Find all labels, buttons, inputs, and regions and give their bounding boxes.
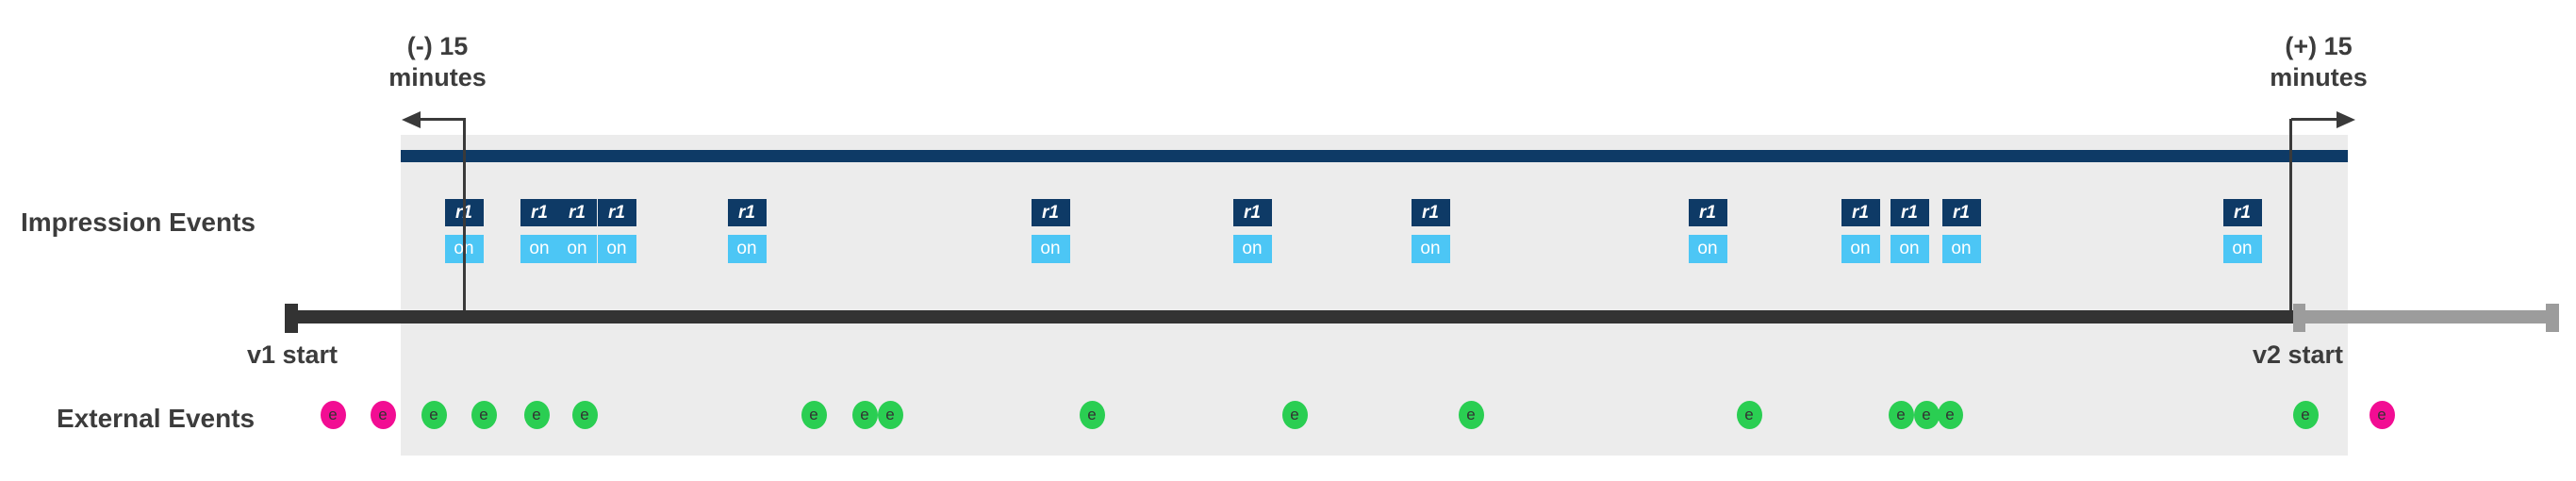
- external-event-dot-green: e: [421, 401, 447, 429]
- external-event-dot-pink: e: [2369, 401, 2395, 429]
- external-event-dot-green: e: [471, 401, 497, 429]
- impression-r1-box: r1: [2222, 199, 2262, 226]
- external-event-dot-green: e: [1281, 401, 1308, 429]
- impression-event-group: r1 on: [1031, 199, 1070, 263]
- impression-r1-box: r1: [557, 199, 597, 226]
- impression-r1-box: r1: [727, 199, 767, 226]
- post-window-line1: (+) 15: [2285, 32, 2353, 60]
- impression-on-box: on: [1841, 235, 1880, 263]
- external-event-dot-pink: e: [320, 401, 346, 429]
- external-event-dot-green: e: [2292, 401, 2319, 429]
- impression-r1-box: r1: [520, 199, 559, 226]
- impression-event-group: r1 on: [1841, 199, 1880, 263]
- impression-event-group: r1 on: [557, 199, 597, 263]
- impression-r1-box: r1: [1232, 199, 1272, 226]
- external-event-dot-pink: e: [370, 401, 396, 429]
- impression-on-box: on: [1232, 235, 1272, 263]
- impression-event-group: r1 on: [727, 199, 767, 263]
- pre-window-marker-line: [463, 119, 466, 311]
- external-event-dot-green: e: [1888, 401, 1914, 429]
- impression-r1-box: r1: [1031, 199, 1070, 226]
- impression-on-box: on: [727, 235, 767, 263]
- v1-timeline-bar: [285, 310, 2293, 323]
- external-event-dot-green: e: [801, 401, 827, 429]
- impression-on-box: on: [1688, 235, 1727, 263]
- post-window-annotation: (+) 15 minutes: [2205, 31, 2432, 93]
- pre-window-annotation: (-) 15 minutes: [324, 31, 551, 93]
- impression-r1-box: r1: [1688, 199, 1727, 226]
- tracking-window-band: [401, 135, 2348, 456]
- impression-on-box: on: [2222, 235, 2262, 263]
- impression-events-row-label: Impression Events: [21, 207, 256, 237]
- impression-event-group: r1 on: [1688, 199, 1727, 263]
- experiment-duration-bar: [401, 150, 2348, 162]
- external-event-dot-green: e: [1913, 401, 1940, 429]
- right-arrow-shaft: [2291, 118, 2338, 121]
- post-window-marker-line: [2289, 119, 2292, 311]
- impression-r1-box: r1: [597, 199, 636, 226]
- impression-on-box: on: [1941, 235, 1981, 263]
- pre-window-line2: minutes: [388, 63, 487, 91]
- v1-start-cap: [285, 304, 298, 333]
- v2-timeline-bar: [2305, 310, 2547, 323]
- impression-on-box: on: [1031, 235, 1070, 263]
- external-event-dot-green: e: [877, 401, 903, 429]
- impression-event-group: r1 on: [1411, 199, 1450, 263]
- external-event-dot-green: e: [1458, 401, 1484, 429]
- pre-window-line1: (-) 15: [406, 32, 469, 60]
- external-event-dot-green: e: [1079, 401, 1105, 429]
- external-event-dot-green: e: [523, 401, 550, 429]
- impression-on-box: on: [597, 235, 636, 263]
- timeline-end-cap: [2546, 304, 2559, 332]
- impression-on-box: on: [1890, 235, 1929, 263]
- v1-start-label: v1 start: [246, 340, 339, 369]
- right-arrowhead-icon: [2337, 111, 2355, 128]
- external-event-dot-green: e: [1736, 401, 1762, 429]
- impression-event-group: r1 on: [520, 199, 559, 263]
- external-event-dot-green: e: [571, 401, 598, 429]
- v2-start-label: v2 start: [2252, 340, 2344, 369]
- impression-event-group: r1 on: [1890, 199, 1929, 263]
- external-event-dot-green: e: [1937, 401, 1963, 429]
- impression-r1-box: r1: [1941, 199, 1981, 226]
- impression-event-group: r1 on: [2222, 199, 2262, 263]
- impression-r1-box: r1: [1890, 199, 1929, 226]
- impression-event-group: r1 on: [1232, 199, 1272, 263]
- impression-event-group: r1 on: [1941, 199, 1981, 263]
- external-event-dot-green: e: [851, 401, 878, 429]
- left-arrow-shaft: [413, 118, 466, 121]
- impression-on-box: on: [557, 235, 597, 263]
- impression-event-group: r1 on: [597, 199, 636, 263]
- external-events-row-label: External Events: [57, 404, 256, 433]
- post-window-line2: minutes: [2270, 63, 2368, 91]
- impression-r1-box: r1: [1841, 199, 1880, 226]
- impression-on-box: on: [520, 235, 559, 263]
- impression-on-box: on: [1411, 235, 1450, 263]
- impression-r1-box: r1: [1411, 199, 1450, 226]
- v2-start-cap: [2293, 304, 2305, 332]
- left-arrowhead-icon: [402, 111, 421, 128]
